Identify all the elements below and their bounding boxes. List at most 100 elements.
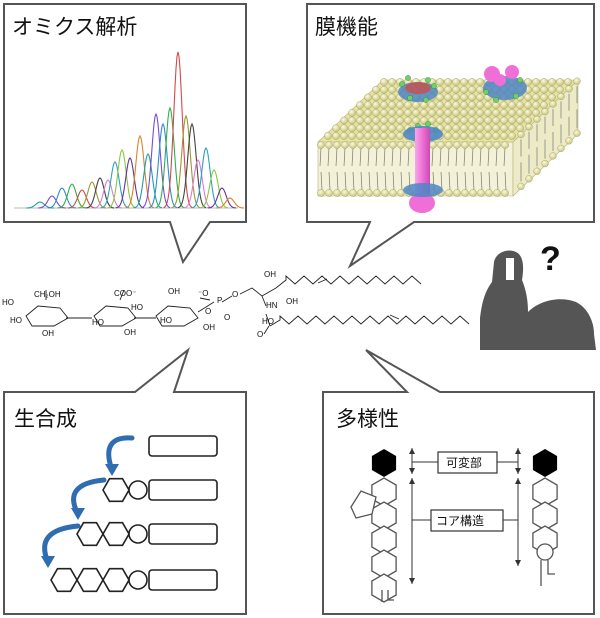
lipid-head bbox=[365, 189, 373, 197]
lipid-head bbox=[389, 141, 397, 149]
lipid-head bbox=[477, 141, 485, 149]
lipid-tail bbox=[399, 147, 402, 167]
chromatogram-peak bbox=[93, 179, 123, 209]
lipid-head bbox=[380, 124, 388, 132]
lipid-tail bbox=[407, 147, 410, 167]
label-ho-2: HO bbox=[10, 316, 22, 325]
lipid-head bbox=[484, 116, 492, 125]
lipid-head bbox=[388, 124, 396, 132]
lipid-head bbox=[404, 116, 412, 125]
label-oh-6: OH bbox=[203, 323, 215, 332]
lipid-head bbox=[364, 132, 372, 140]
lipid-tail bbox=[391, 147, 394, 167]
lipid-head bbox=[516, 116, 524, 125]
label-ho-4: HO bbox=[92, 318, 104, 327]
lipid-head bbox=[317, 141, 325, 149]
lipid-head bbox=[388, 132, 396, 140]
ligand-dot bbox=[483, 89, 489, 95]
lipid-head bbox=[372, 132, 380, 140]
lipid-tail bbox=[503, 147, 506, 167]
lipid-head bbox=[540, 93, 548, 102]
variable-region-box bbox=[437, 451, 498, 474]
lipid-head bbox=[373, 189, 381, 197]
lipid-head bbox=[557, 144, 565, 153]
lipid-head bbox=[380, 132, 388, 140]
diversity-title: 多様性 bbox=[336, 407, 399, 431]
lipid-head bbox=[492, 132, 500, 140]
lipid-head bbox=[388, 93, 396, 102]
transmembrane-protein bbox=[403, 126, 443, 213]
lipid-head bbox=[356, 101, 364, 109]
omics-title: オミクス解析 bbox=[12, 15, 137, 39]
lipid-head bbox=[444, 116, 452, 125]
sugar-hexagon bbox=[76, 567, 104, 593]
lipid-head bbox=[548, 93, 556, 102]
measure-arrowhead bbox=[515, 478, 521, 484]
ligand-dot bbox=[493, 97, 499, 103]
biosynthesis-arrowhead bbox=[41, 556, 55, 568]
lipid-head bbox=[364, 124, 372, 132]
lipid-head bbox=[492, 116, 500, 125]
chromatogram-peak bbox=[171, 114, 201, 209]
lipid-head bbox=[461, 141, 469, 149]
lipid-head bbox=[452, 116, 460, 125]
lipid-head bbox=[364, 116, 372, 125]
inositol-circle bbox=[128, 480, 148, 500]
lipid-head bbox=[541, 160, 549, 168]
lipid-head bbox=[500, 109, 508, 117]
lipid-tail bbox=[383, 147, 386, 167]
lipid-head bbox=[445, 189, 453, 197]
lipid-head bbox=[428, 109, 436, 117]
lipid-head bbox=[445, 141, 453, 149]
lipid-head bbox=[484, 101, 492, 109]
lipid-head bbox=[501, 189, 509, 197]
lipid-tail bbox=[472, 171, 475, 191]
lipid-tail bbox=[336, 171, 339, 191]
label-ch2oh: CH₂OH bbox=[34, 290, 61, 299]
sphinx-silhouette: ? bbox=[480, 240, 596, 350]
lipid-head bbox=[461, 189, 469, 197]
lipid-head bbox=[364, 109, 372, 117]
lipid-head bbox=[437, 141, 445, 149]
lipid-tail bbox=[352, 171, 355, 191]
chromatogram-peak bbox=[163, 51, 193, 208]
chromatogram-peak bbox=[85, 177, 115, 209]
lipid-head bbox=[476, 109, 484, 117]
lipid-head bbox=[468, 124, 476, 132]
lipid-head bbox=[548, 85, 556, 94]
lipid-head bbox=[468, 93, 476, 102]
substituent-bond bbox=[45, 289, 211, 301]
lipid-head bbox=[396, 109, 404, 117]
lipid-tail bbox=[496, 171, 499, 191]
chromatogram-peak bbox=[77, 181, 107, 209]
lipid-head bbox=[533, 115, 541, 123]
lipid-head bbox=[444, 93, 452, 102]
lipid-head bbox=[380, 78, 388, 86]
measure-arrowhead bbox=[515, 448, 521, 454]
lipid-head bbox=[556, 78, 564, 86]
lipid-head bbox=[436, 109, 444, 117]
sugar-hexagon bbox=[50, 567, 78, 593]
ligand-dot bbox=[513, 93, 519, 99]
acyl-chain-box bbox=[148, 435, 218, 457]
lipid-tail bbox=[320, 171, 323, 191]
lipid-head bbox=[452, 85, 460, 94]
sphinx-question-mark: ? bbox=[540, 240, 561, 278]
label-o-bridge: O bbox=[232, 290, 238, 299]
lipid-head bbox=[557, 92, 565, 101]
lipid-head bbox=[396, 124, 404, 132]
lipid-head bbox=[404, 109, 412, 117]
lipid-head bbox=[565, 137, 573, 145]
glycolipid-molecule: CH₂OH COO⁻ ⁻O P O O O OH OH HN HO O HO H… bbox=[2, 270, 470, 339]
lipid-head bbox=[565, 85, 573, 93]
chromatogram-peak bbox=[141, 112, 171, 209]
diversity-structures bbox=[350, 448, 558, 603]
lipid-head bbox=[364, 101, 372, 109]
ligand-dot bbox=[399, 81, 405, 87]
lipid-head bbox=[388, 109, 396, 117]
lipid-head bbox=[476, 78, 484, 86]
lipid-head bbox=[397, 189, 405, 197]
lipid-head bbox=[532, 101, 540, 109]
lipid-tail bbox=[392, 171, 395, 191]
lipid-head bbox=[460, 124, 468, 132]
